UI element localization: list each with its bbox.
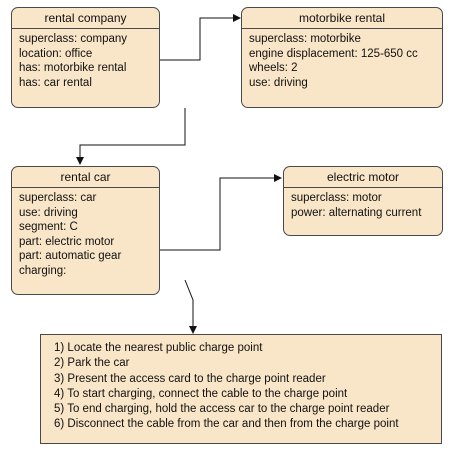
charging-step: 1) Locate the nearest public charge poin… [54, 342, 263, 354]
slot-part-automatic-gear: part: automatic gear [19, 250, 122, 262]
frame-slots: superclass: company location: office has… [12, 29, 159, 90]
charging-step: 5) To end charging, hold the access car … [54, 403, 390, 416]
frame-title: rental company [12, 8, 159, 29]
charging-step: 4) To start charging, connect the cable … [54, 387, 348, 400]
charging-step: 2) Park the car [54, 357, 130, 370]
arrow-charging-to-steps [184, 279, 197, 334]
slot-superclass: superclass: motor [291, 192, 382, 204]
frame-rental-company: rental company superclass: company locat… [11, 7, 160, 108]
arrow-company-to-motorbike-rental [160, 14, 241, 61]
slot-has-motorbike-rental: has: motorbike rental [19, 62, 127, 74]
frame-slots: superclass: motor power: alternating cur… [284, 188, 442, 220]
charging-procedure-box: 1) Locate the nearest public charge poin… [40, 334, 442, 444]
charging-step: 6) Disconnect the cable from the car and… [54, 418, 399, 431]
slot-wheels: wheels: 2 [249, 62, 298, 74]
frame-motorbike-rental: motorbike rental superclass: motorbike e… [241, 7, 443, 108]
slot-superclass: superclass: motorbike [249, 33, 361, 45]
frame-slots: superclass: motorbike engine displacemen… [242, 29, 442, 90]
frame-title: electric motor [284, 167, 442, 188]
frame-slots: superclass: car use: driving segment: C … [12, 188, 159, 278]
charging-step: 3) Present the access card to the charge… [54, 372, 326, 385]
slot-power: power: alternating current [291, 206, 422, 219]
frame-title: rental car [12, 167, 159, 188]
slot-superclass: superclass: car [19, 192, 97, 204]
frame-rental-car: rental car superclass: car use: driving … [11, 166, 160, 295]
slot-part-electric-motor: part: electric motor [19, 235, 115, 248]
arrow-company-to-rental-car [76, 108, 186, 165]
slot-use: use: driving [19, 206, 78, 219]
frame-electric-motor: electric motor superclass: motor power: … [283, 166, 443, 236]
slot-location: location: office [19, 47, 93, 60]
frame-title: motorbike rental [242, 8, 442, 29]
slot-has-car-rental: has: car rental [19, 76, 92, 89]
arrow-rental-car-to-electric-motor [160, 174, 282, 251]
slot-segment: segment: C [19, 221, 78, 233]
slot-use: use: driving [249, 76, 308, 89]
slot-superclass: superclass: company [19, 33, 128, 45]
slot-engine-displacement: engine displacement: 125-650 cc [249, 47, 418, 60]
slot-charging: charging: [19, 264, 67, 277]
